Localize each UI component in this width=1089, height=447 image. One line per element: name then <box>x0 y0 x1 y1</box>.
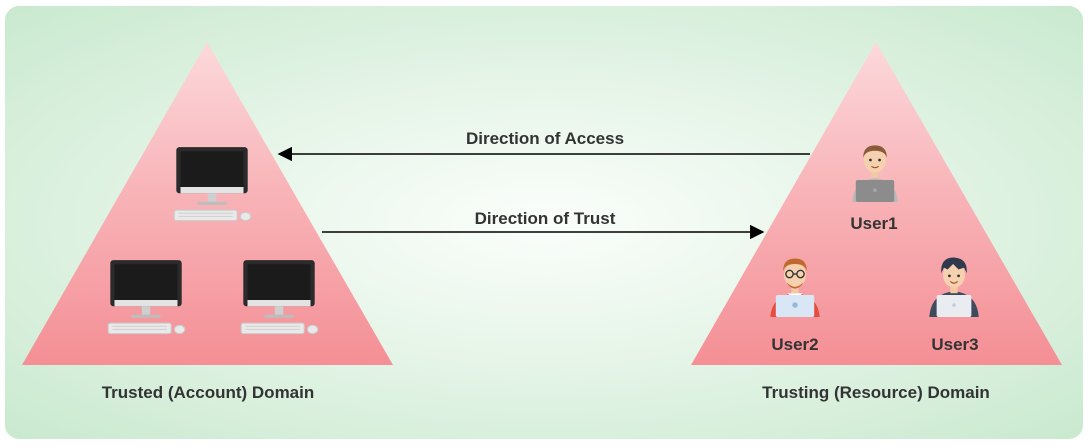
trusting-domain-label: Trusting (Resource) Domain <box>762 383 990 402</box>
trusting-domain-triangle <box>691 42 1062 365</box>
user3-label: User3 <box>931 335 978 354</box>
trust-label: Direction of Trust <box>475 209 616 228</box>
user2-label: User2 <box>771 335 818 354</box>
trusted-domain-label: Trusted (Account) Domain <box>102 383 315 402</box>
access-label: Direction of Access <box>466 129 624 148</box>
user1-label: User1 <box>850 214 897 233</box>
